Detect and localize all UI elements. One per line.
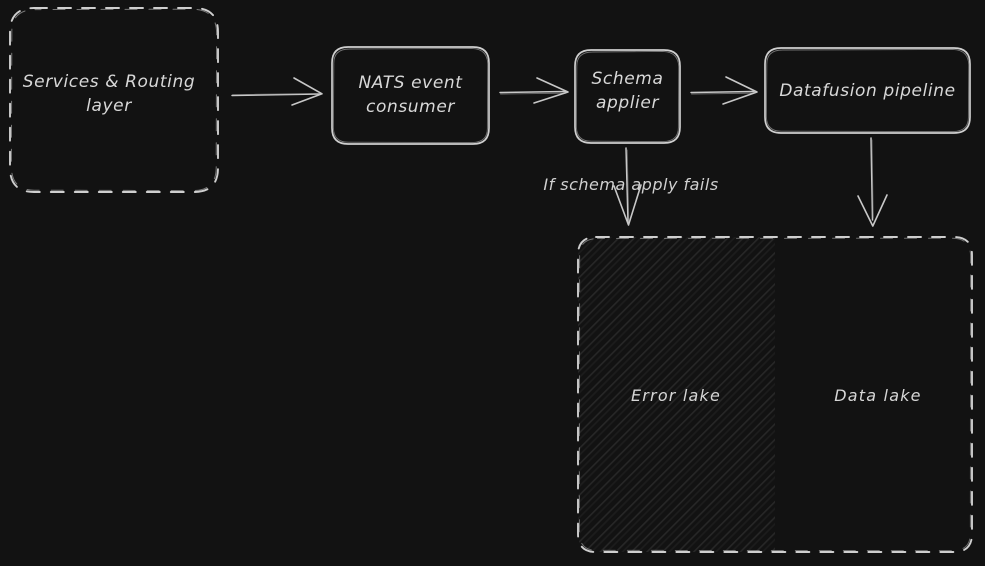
node-schema-applier[interactable] [575, 50, 680, 143]
region-data-lake[interactable] [775, 237, 972, 552]
edge-schema-to-datafusion [690, 76, 758, 105]
services-routing-layer-label: Services & Routing layer [22, 72, 196, 116]
edge-label-if-schema-apply-fails: If schema apply fails [543, 175, 719, 194]
region-error-lake[interactable] [578, 237, 775, 552]
node-nats-event-consumer[interactable] [332, 47, 489, 144]
datafusion-pipeline-label: Datafusion pipeline [779, 81, 956, 101]
error-lake-label: Error lake [630, 386, 722, 405]
schema-applier-label: Schema applier [591, 69, 664, 113]
nats-event-consumer-label: NATS event consumer [358, 73, 463, 117]
edge-datafusion-to-data-lake [857, 137, 888, 227]
data-lake-label: Data lake [834, 386, 922, 405]
edge-nats-to-schema [499, 77, 569, 104]
node-services-routing-layer[interactable] [10, 8, 218, 192]
node-datafusion-pipeline[interactable] [765, 48, 970, 133]
edge-services-to-nats [231, 77, 323, 106]
